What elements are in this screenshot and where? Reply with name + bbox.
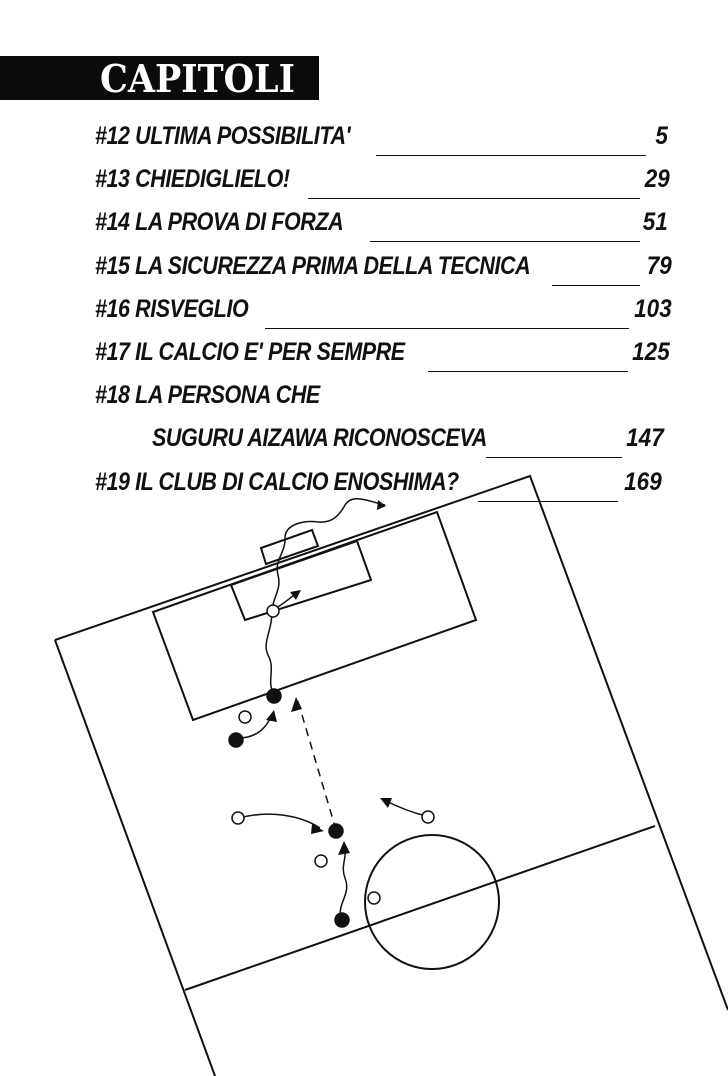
toc-entry-label: #19 IL CLUB DI CALCIO ENOSHIMA? bbox=[95, 468, 459, 496]
arrowhead bbox=[291, 697, 302, 712]
player-open bbox=[314, 854, 328, 868]
dashed-pass bbox=[296, 697, 337, 831]
toc-entry-page: 29 bbox=[644, 165, 670, 193]
goal-area bbox=[229, 539, 373, 622]
toc-leader bbox=[370, 241, 640, 242]
halfway-line bbox=[184, 825, 656, 991]
ball bbox=[266, 604, 280, 618]
penalty-box bbox=[151, 510, 478, 722]
run-arrow-3 bbox=[383, 799, 427, 817]
run-arrow-2 bbox=[239, 813, 321, 829]
toc-entry-label: #13 CHIEDIGLIELO! bbox=[95, 165, 290, 193]
toc-entry-label: #17 IL CALCIO E' PER SEMPRE bbox=[95, 338, 405, 366]
toc-entry-label: #16 RISVEGLIO bbox=[95, 295, 249, 323]
toc-entry-page: 147 bbox=[626, 424, 664, 452]
arrowhead bbox=[377, 500, 386, 510]
toc-leader bbox=[308, 198, 640, 199]
player-open bbox=[421, 810, 435, 824]
arrowhead bbox=[290, 590, 301, 600]
arrowhead bbox=[380, 798, 392, 808]
pitch-left-line bbox=[54, 639, 216, 1076]
arrowhead bbox=[338, 841, 350, 855]
toc-entry-page: 5 bbox=[655, 122, 668, 150]
player-open bbox=[231, 811, 245, 825]
toc-entry-page: 169 bbox=[624, 468, 662, 496]
goal bbox=[259, 528, 320, 566]
toc-leader bbox=[428, 371, 628, 372]
toc-leader bbox=[376, 155, 646, 156]
arrowhead bbox=[266, 710, 277, 722]
toc-leader bbox=[265, 328, 629, 329]
player-filled bbox=[228, 732, 244, 748]
player-open bbox=[238, 710, 252, 724]
toc-entry-page: 51 bbox=[642, 208, 668, 236]
player-filled bbox=[334, 912, 350, 928]
toc-entry-label: #12 ULTIMA POSSIBILITA' bbox=[95, 122, 351, 150]
toc-entry-label: #18 LA PERSONA CHE bbox=[95, 381, 320, 409]
player-filled bbox=[266, 688, 282, 704]
toc-leader bbox=[478, 501, 618, 502]
toc-leader bbox=[486, 457, 622, 458]
toc-leader bbox=[552, 285, 640, 286]
player-filled bbox=[328, 823, 344, 839]
pitch-outline bbox=[54, 474, 728, 1011]
player-open bbox=[367, 891, 381, 905]
toc-entry-label: #15 LA SICUREZZA PRIMA DELLA TECNICA bbox=[95, 252, 531, 280]
toc-entry-label: #14 LA PROVA DI FORZA bbox=[95, 208, 344, 236]
dribble-path-1 bbox=[339, 844, 348, 921]
arrowhead bbox=[311, 824, 324, 834]
toc-entry-page: 103 bbox=[634, 295, 672, 323]
title-bar bbox=[0, 56, 319, 100]
toc-entry-page: 79 bbox=[646, 252, 672, 280]
toc-entry-label-continued: SUGURU AIZAWA RICONOSCEVA bbox=[152, 424, 487, 452]
toc-entry-page: 125 bbox=[632, 338, 670, 366]
dribble-path-2 bbox=[265, 498, 386, 696]
page-title: CAPITOLI bbox=[100, 56, 295, 101]
center-circle bbox=[364, 834, 500, 970]
